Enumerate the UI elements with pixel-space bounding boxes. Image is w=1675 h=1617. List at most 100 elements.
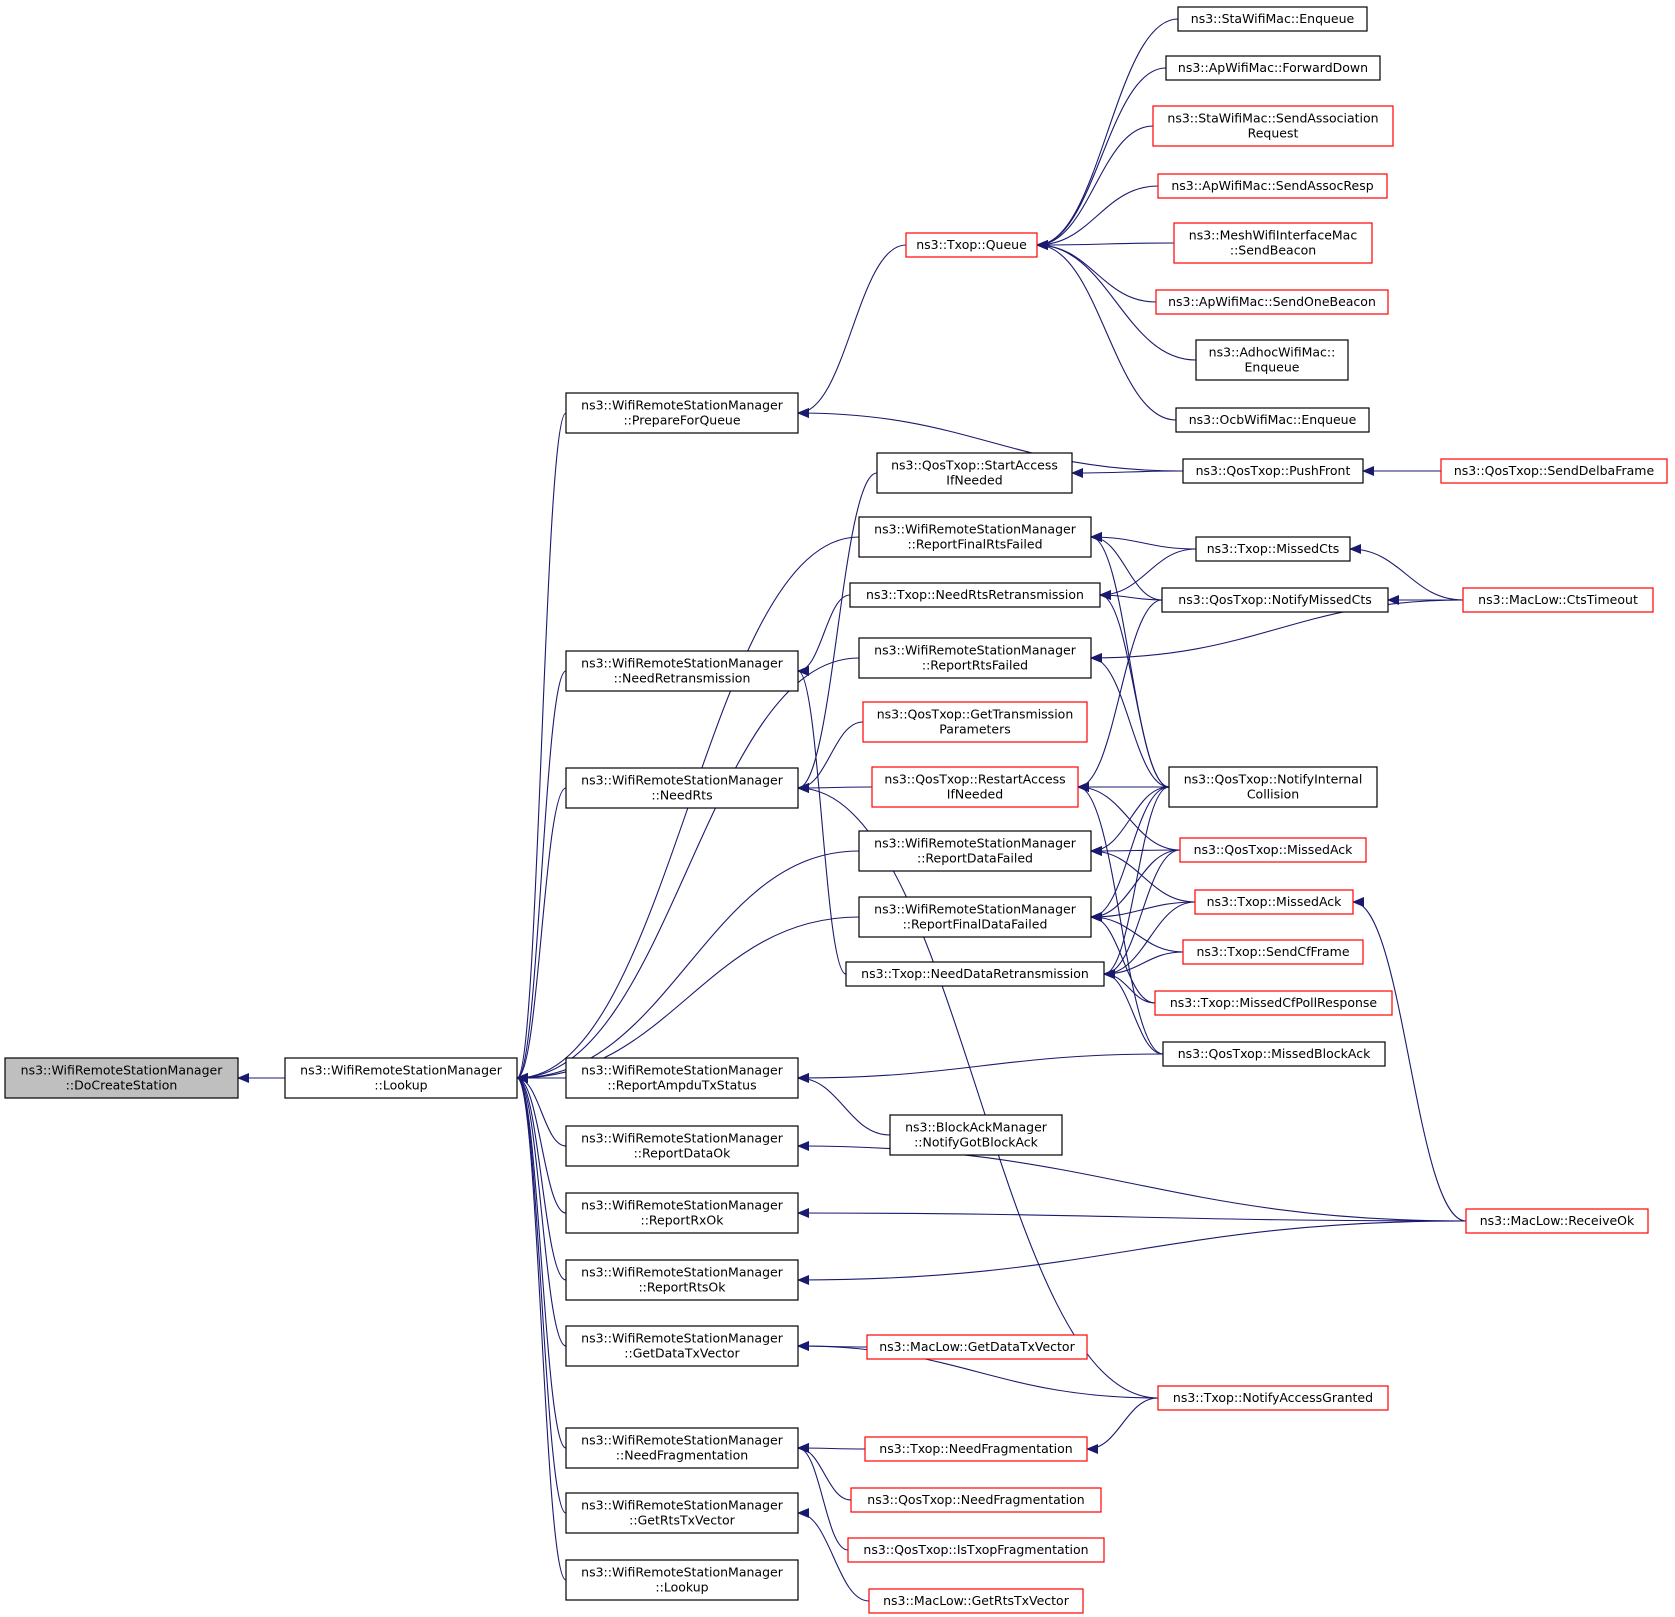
- function-node[interactable]: ns3::QosTxop::IsTxopFragmentation: [847, 1537, 1105, 1563]
- call-edge-n20-n1: [516, 670, 567, 1083]
- function-node[interactable]: ns3::QosTxop::SendDelbaFrame: [1440, 458, 1668, 484]
- node-label: ns3::WifiRemoteStationManager: [581, 1498, 784, 1513]
- call-edge-n33-n24: [1077, 782, 1164, 1055]
- node-label: ns3::QosTxop::SendDelbaFrame: [1454, 463, 1655, 478]
- node-label: Request: [1248, 126, 1299, 141]
- node-label: ns3::ApWifiMac::SendOneBeacon: [1168, 294, 1376, 309]
- node-label: ::Lookup: [374, 1078, 427, 1093]
- node-label: ns3::MacLow::GetRtsTxVector: [883, 1593, 1070, 1608]
- function-node[interactable]: ns3::MacLow::GetRtsTxVector: [868, 1588, 1084, 1614]
- call-edge-n19-n21: [1090, 599, 1464, 663]
- function-node[interactable]: ns3::WifiRemoteStationManager::ReportDat…: [858, 830, 1092, 872]
- function-node[interactable]: ns3::WifiRemoteStationManager::NeedRts: [565, 767, 799, 809]
- node-label: ns3::AdhocWifiMac::: [1209, 345, 1336, 360]
- node-label: ns3::WifiRemoteStationManager: [300, 1063, 503, 1078]
- node-box: [862, 701, 1088, 743]
- function-node[interactable]: ns3::Txop::MissedCfPollResponse: [1154, 990, 1393, 1016]
- call-edge-n37-n1: [516, 1073, 567, 1214]
- node-label: ns3::Txop::MissedAck: [1207, 894, 1343, 909]
- call-edge-n12-n2: [797, 408, 1184, 472]
- function-node[interactable]: ns3::WifiRemoteStationManager::ReportAmp…: [565, 1057, 799, 1099]
- function-node[interactable]: ns3::WifiRemoteStationManager::ReportRts…: [858, 637, 1092, 679]
- function-node[interactable]: ns3::WifiRemoteStationManager::GetRtsTxV…: [565, 1492, 799, 1534]
- function-node[interactable]: ns3::WifiRemoteStationManager::NeedFragm…: [565, 1427, 799, 1469]
- call-edge-n33-n34: [797, 1053, 1164, 1083]
- call-edge-n14-n23: [797, 472, 878, 793]
- call-edge-n25-n26: [1090, 786, 1170, 856]
- node-box: [565, 1559, 799, 1601]
- call-edge-n26-n1: [516, 850, 860, 1083]
- call-edge-n46-n43: [797, 1443, 849, 1551]
- node-box: [905, 232, 1038, 258]
- call-edge-n42-n44: [1086, 1397, 1159, 1454]
- function-node[interactable]: ns3::WifiRemoteStationManager::ReportRxO…: [565, 1192, 799, 1234]
- node-label: ns3::QosTxop::IsTxopFragmentation: [863, 1542, 1088, 1557]
- function-node[interactable]: ns3::WifiRemoteStationManager::ReportDat…: [565, 1125, 799, 1167]
- function-node[interactable]: ns3::StaWifiMac::Enqueue: [1177, 6, 1368, 32]
- call-edge-n38-n36: [797, 1141, 1467, 1222]
- call-edge-n27-n31: [1103, 849, 1181, 979]
- function-node[interactable]: ns3::WifiRemoteStationManager::ReportRts…: [565, 1259, 799, 1301]
- call-edge-n29-n31: [1103, 901, 1196, 979]
- function-node[interactable]: ns3::ApWifiMac::SendAssocResp: [1157, 173, 1388, 199]
- call-edge-n5-n3: [1036, 67, 1167, 250]
- function-node[interactable]: ns3::WifiRemoteStationManager::Lookup: [284, 1057, 518, 1099]
- function-node[interactable]: ns3::QosTxop::MissedBlockAck: [1162, 1041, 1386, 1067]
- node-label: ::ReportAmpduTxStatus: [607, 1078, 756, 1093]
- call-edge-n49-n1: [516, 1073, 567, 1581]
- function-node[interactable]: ns3::QosTxop::NeedFragmentation: [850, 1487, 1102, 1513]
- function-node[interactable]: ns3::WifiRemoteStationManager::PrepareFo…: [565, 392, 799, 434]
- function-node[interactable]: ns3::QosTxop::NotifyMissedCts: [1161, 587, 1389, 613]
- node-label: ns3::QosTxop::StartAccess: [891, 458, 1058, 473]
- node-label: ::NeedFragmentation: [616, 1448, 748, 1463]
- function-node[interactable]: ns3::QosTxop::MissedAck: [1179, 837, 1367, 863]
- node-label: ns3::WifiRemoteStationManager: [581, 1565, 784, 1580]
- function-node[interactable]: ns3::WifiRemoteStationManager::ReportFin…: [858, 896, 1092, 938]
- function-node[interactable]: ns3::MacLow::CtsTimeout: [1462, 587, 1654, 613]
- function-node[interactable]: ns3::BlockAckManager::NotifyGotBlockAck: [889, 1114, 1063, 1156]
- function-node[interactable]: ns3::Txop::NeedFragmentation: [864, 1436, 1088, 1462]
- node-box: [1155, 289, 1389, 315]
- node-label: ns3::WifiRemoteStationManager: [874, 643, 1077, 658]
- call-edge-n35-n34: [797, 1073, 891, 1136]
- call-edge-n3-n2: [797, 244, 907, 418]
- node-label: ns3::Txop::NeedRtsRetransmission: [866, 587, 1084, 602]
- function-node[interactable]: ns3::Txop::NotifyAccessGranted: [1157, 1385, 1389, 1411]
- function-node[interactable]: ns3::QosTxop::PushFront: [1182, 458, 1364, 484]
- node-label: ns3::MeshWifiInterfaceMac: [1189, 228, 1358, 243]
- node-label: IfNeeded: [946, 473, 1002, 488]
- function-node[interactable]: ns3::WifiRemoteStationManager::ReportFin…: [858, 516, 1092, 558]
- node-label: ns3::Txop::NeedDataRetransmission: [861, 966, 1089, 981]
- node-box: [1173, 222, 1373, 264]
- function-node[interactable]: ns3::Txop::MissedAck: [1194, 889, 1354, 915]
- call-edge-n11-n3: [1036, 240, 1177, 421]
- node-label: ns3::BlockAckManager: [905, 1120, 1048, 1135]
- call-edge-n25-n31: [1103, 786, 1170, 979]
- node-box: [1177, 6, 1368, 32]
- function-node[interactable]: ns3::ApWifiMac::SendOneBeacon: [1155, 289, 1389, 315]
- function-node[interactable]: ns3::MeshWifiInterfaceMac::SendBeacon: [1173, 222, 1373, 264]
- function-node[interactable]: ns3::ApWifiMac::ForwardDown: [1165, 55, 1381, 81]
- function-node[interactable]: ns3::Txop::MissedCts: [1195, 536, 1351, 562]
- function-node[interactable]: ns3::WifiRemoteStationManager::NeedRetra…: [565, 650, 799, 692]
- function-node[interactable]: ns3::WifiRemoteStationManager::GetDataTx…: [565, 1325, 799, 1367]
- function-node[interactable]: ns3::Txop::NeedRtsRetransmission: [849, 582, 1101, 608]
- function-node[interactable]: ns3::Txop::SendCfFrame: [1182, 939, 1364, 965]
- node-label: Collision: [1247, 787, 1299, 802]
- node-box: [565, 1259, 799, 1301]
- function-node[interactable]: ns3::MacLow::GetDataTxVector: [866, 1334, 1088, 1360]
- node-box: [1154, 990, 1393, 1016]
- function-node[interactable]: ns3::Txop::NeedDataRetransmission: [845, 961, 1105, 987]
- function-node[interactable]: ns3::Txop::Queue: [905, 232, 1038, 258]
- node-label: ::ReportRtsOk: [638, 1280, 726, 1295]
- function-node[interactable]: ns3::WifiRemoteStationManager::Lookup: [565, 1559, 799, 1601]
- function-node[interactable]: ns3::MacLow::ReceiveOk: [1465, 1208, 1649, 1234]
- call-edge-n23-n1: [516, 787, 567, 1083]
- function-node[interactable]: ns3::OcbWifiMac::Enqueue: [1175, 407, 1370, 433]
- function-node[interactable]: ns3::AdhocWifiMac::Enqueue: [1195, 339, 1349, 381]
